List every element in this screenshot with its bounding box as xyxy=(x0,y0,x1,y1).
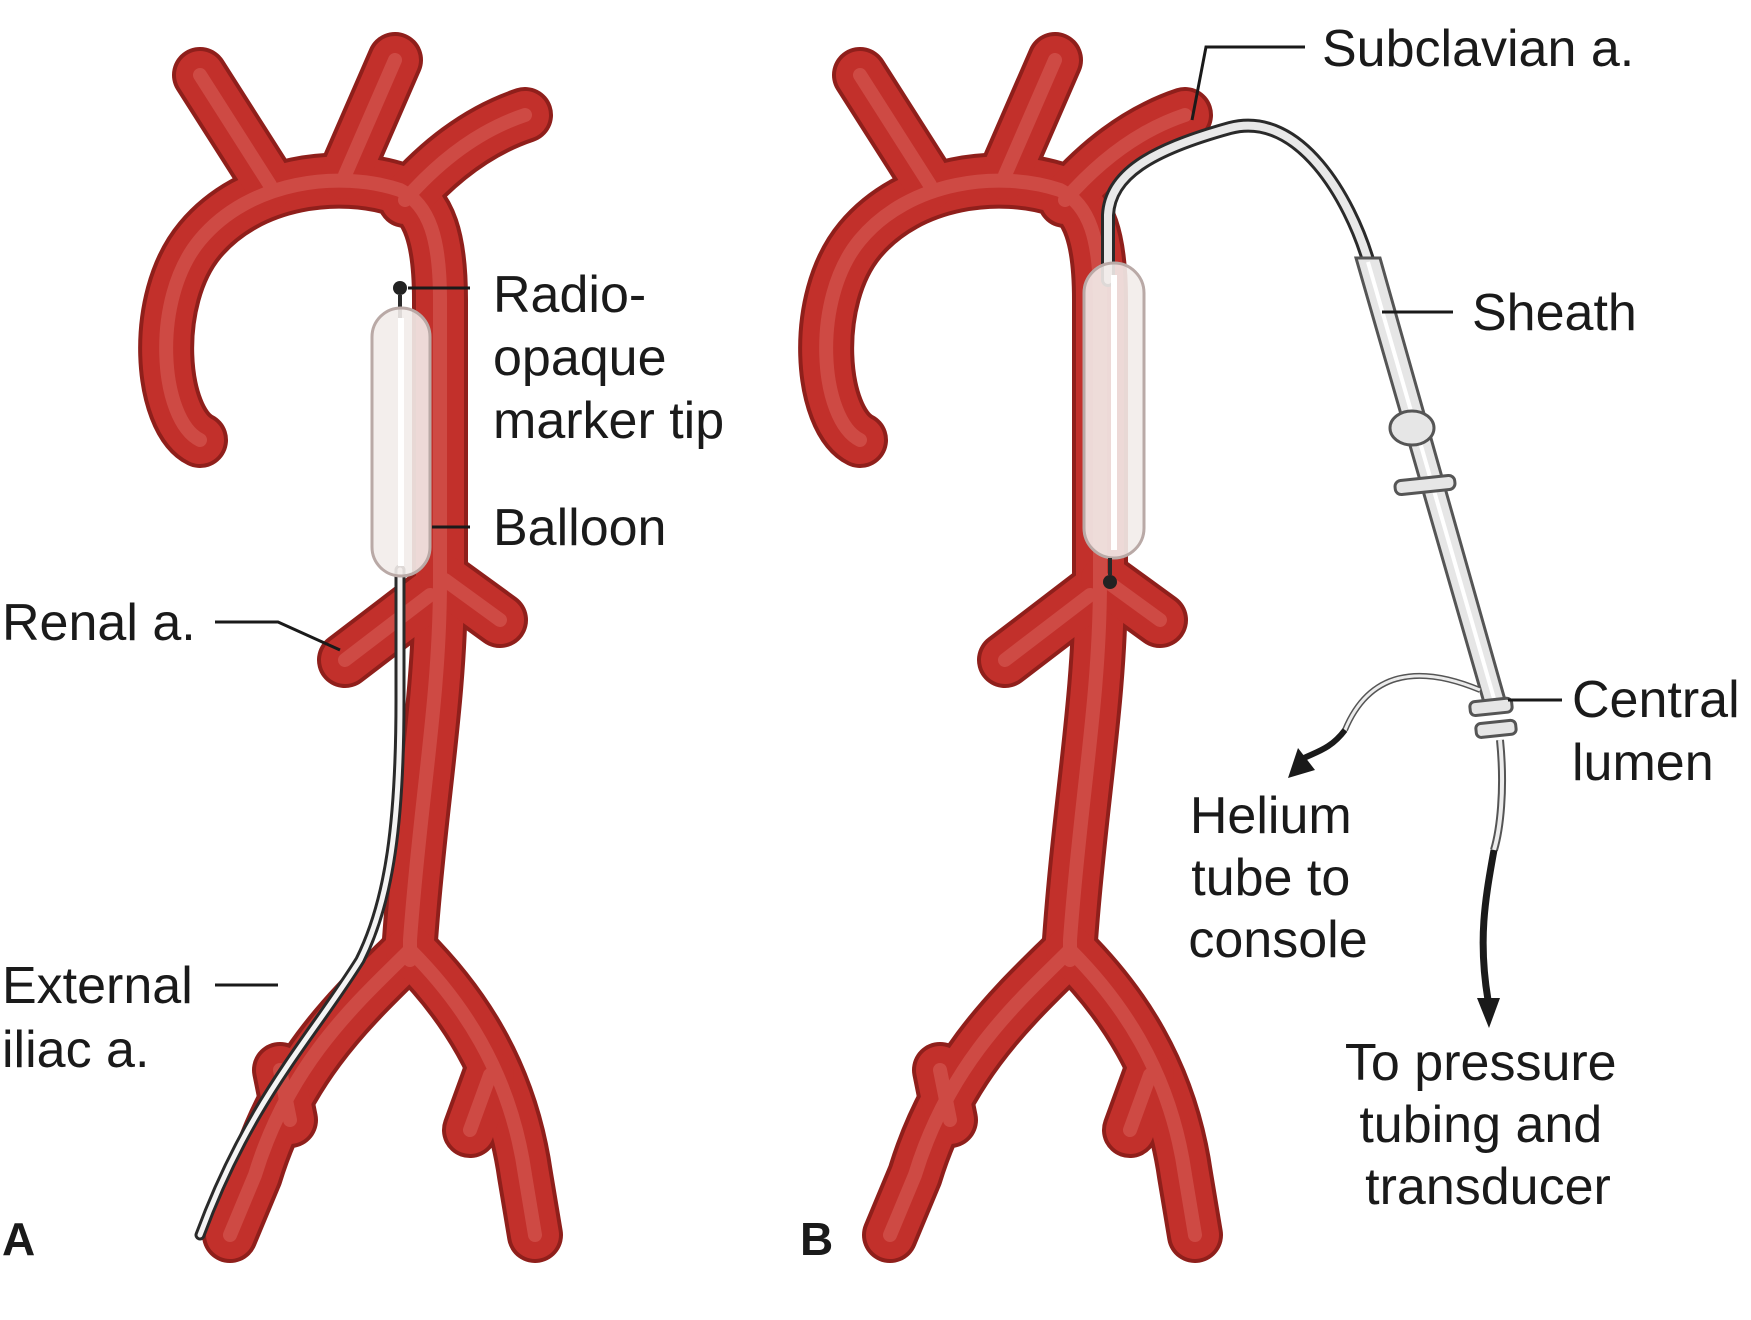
aorta-a xyxy=(166,60,535,1235)
pressure-arrow-icon xyxy=(1477,998,1500,1028)
label-marker-tip-line-2: opaque xyxy=(493,329,667,387)
panel-a: Radio- opaque marker tip Balloon Renal a… xyxy=(2,60,724,1265)
marker-tip-b xyxy=(1103,575,1117,589)
marker-tip-a xyxy=(393,281,407,295)
label-central-lumen: Central lumen xyxy=(1572,671,1751,792)
label-pressure-line-1: To pressure xyxy=(1345,1034,1617,1092)
label-helium-line-1: Helium xyxy=(1190,787,1352,845)
panel-b: Subclavian a. Sheath Central lumen Heliu… xyxy=(800,20,1751,1265)
leader-subclavian xyxy=(1190,45,1305,121)
label-marker-tip-line-1: Radio- xyxy=(493,266,646,324)
label-sheath: Sheath xyxy=(1472,284,1637,342)
label-pressure: To pressure tubing and transducer xyxy=(1345,1034,1631,1216)
label-renal-line-1: Renal a. xyxy=(2,594,196,652)
label-sheath-line-1: Sheath xyxy=(1472,284,1637,342)
label-subclavian-line-1: Subclavian a. xyxy=(1322,20,1634,78)
helium-arrow-icon xyxy=(1288,748,1315,778)
label-iliac-line-1: External xyxy=(2,957,193,1015)
label-renal: Renal a. xyxy=(2,594,196,652)
label-helium-line-2: tube to xyxy=(1191,849,1350,907)
panel-letter-a: A xyxy=(2,1213,35,1265)
label-subclavian: Subclavian a. xyxy=(1322,20,1634,78)
sheath xyxy=(1354,256,1518,739)
helium-tube xyxy=(1288,672,1482,778)
label-iliac-line-2: iliac a. xyxy=(2,1021,149,1079)
label-helium: Helium tube to console xyxy=(1188,787,1367,969)
aorta-b xyxy=(826,60,1195,1235)
label-pressure-line-3: transducer xyxy=(1365,1158,1611,1216)
label-helium-line-3: console xyxy=(1188,911,1367,969)
leader-renal xyxy=(215,620,341,652)
panel-letter-b: B xyxy=(800,1213,833,1265)
label-balloon-line-1: Balloon xyxy=(493,499,666,557)
label-marker-tip: Radio- opaque marker tip xyxy=(493,266,724,450)
label-central-lumen-line-1: Central xyxy=(1572,671,1740,729)
label-marker-tip-line-3: marker tip xyxy=(493,392,724,450)
pressure-tubing xyxy=(1477,739,1507,1028)
label-pressure-line-2: tubing and xyxy=(1359,1096,1602,1154)
catheter-b xyxy=(1101,118,1375,287)
label-balloon: Balloon xyxy=(493,499,666,557)
label-central-lumen-line-2: lumen xyxy=(1572,734,1714,792)
label-iliac: External iliac a. xyxy=(2,957,207,1079)
